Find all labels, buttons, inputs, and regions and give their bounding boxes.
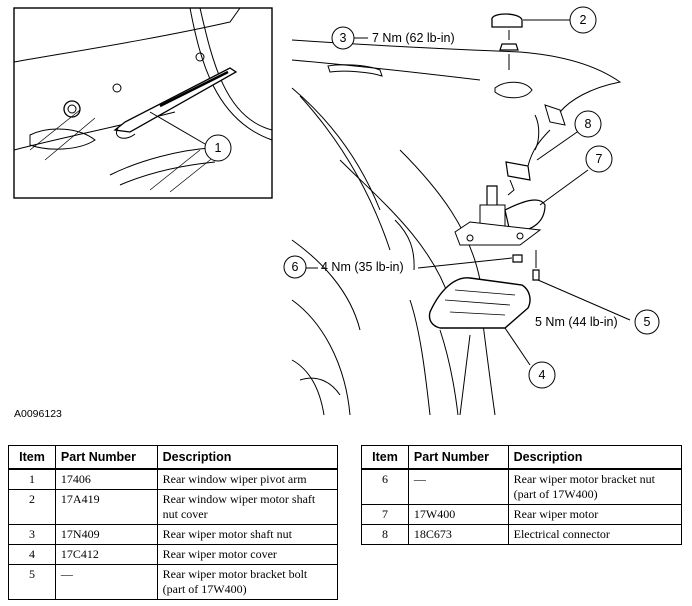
table-row: 8 18C673 Electrical connector <box>361 524 683 545</box>
cell-description: Electrical connector <box>507 524 683 545</box>
cell-part-number: 17W400 <box>407 504 509 525</box>
cell-item: 3 <box>8 524 56 545</box>
cell-part-number: 17C412 <box>54 544 158 565</box>
table-header-row: Item Part Number Description <box>361 445 683 470</box>
callout-7: 7 <box>585 145 613 173</box>
callout-4-number: 4 <box>539 368 546 382</box>
cell-item: 4 <box>8 544 56 565</box>
cell-part-number: 18C673 <box>407 524 509 545</box>
header-description: Description <box>156 445 339 470</box>
cell-part-number: — <box>407 468 509 505</box>
callout-4: 4 <box>528 361 556 389</box>
cell-description: Rear wiper motor bracket nut (part of 17… <box>507 468 683 505</box>
main-illustration <box>291 13 631 416</box>
cell-part-number: 17N409 <box>54 524 158 545</box>
callout-2-number: 2 <box>580 13 587 27</box>
cell-description: Rear wiper motor <box>507 504 683 525</box>
callout-5: 5 5 Nm (44 lb-in) <box>535 309 660 335</box>
header-item: Item <box>8 445 56 470</box>
cell-item: 6 <box>361 468 409 505</box>
table-row: 3 17N409 Rear wiper motor shaft nut <box>8 524 339 545</box>
cell-item: 2 <box>8 489 56 525</box>
cell-description: Rear window wiper pivot arm <box>156 468 339 490</box>
callout-3-number: 3 <box>340 31 347 45</box>
callout-3-torque: 7 Nm (62 lb-in) <box>372 31 455 45</box>
callout-8: 8 <box>574 110 602 138</box>
header-part-number: Part Number <box>407 445 509 470</box>
exploded-diagram: 1 2 3 7 Nm (62 lb-in) 4 5 5 Nm (44 lb-in… <box>13 6 660 416</box>
callout-8-number: 8 <box>585 117 592 131</box>
table-row: 7 17W400 Rear wiper motor <box>361 504 683 525</box>
table-row: 5 — Rear wiper motor bracket bolt (part … <box>8 564 339 600</box>
cell-description: Rear wiper motor bracket bolt (part of 1… <box>156 564 339 600</box>
parts-table-left: Item Part Number Description 1 17406 Rea… <box>8 445 339 600</box>
cell-description: Rear wiper motor shaft nut <box>156 524 339 545</box>
callout-6-torque: 4 Nm (35 lb-in) <box>321 260 404 274</box>
callout-6: 6 4 Nm (35 lb-in) <box>283 255 404 279</box>
callout-3: 3 7 Nm (62 lb-in) <box>331 26 455 50</box>
cell-part-number: 17A419 <box>54 489 158 525</box>
header-item: Item <box>361 445 409 470</box>
callout-7-number: 7 <box>596 152 603 166</box>
callout-6-number: 6 <box>292 260 299 274</box>
cell-description: Rear wiper motor cover <box>156 544 339 565</box>
inset-detail-view <box>13 7 273 199</box>
cell-item: 7 <box>361 504 409 525</box>
table-header-row: Item Part Number Description <box>8 445 339 470</box>
callout-2: 2 <box>569 6 597 34</box>
callout-1: 1 <box>204 134 232 162</box>
table-row: 2 17A419 Rear window wiper motor shaft n… <box>8 489 339 525</box>
cell-item: 5 <box>8 564 56 600</box>
cell-part-number: 17406 <box>54 468 158 490</box>
header-description: Description <box>507 445 683 470</box>
header-part-number: Part Number <box>54 445 158 470</box>
callout-5-number: 5 <box>644 315 651 329</box>
callout-5-torque: 5 Nm (44 lb-in) <box>535 315 618 329</box>
cell-description: Rear window wiper motor shaft nut cover <box>156 489 339 525</box>
figure-id-label: A0096123 <box>14 408 62 420</box>
cell-part-number: — <box>54 564 158 600</box>
table-row: 6 — Rear wiper motor bracket nut (part o… <box>361 468 683 505</box>
table-row: 4 17C412 Rear wiper motor cover <box>8 544 339 565</box>
callout-1-number: 1 <box>215 141 222 155</box>
cell-item: 8 <box>361 524 409 545</box>
cell-item: 1 <box>8 468 56 490</box>
parts-table-right: Item Part Number Description 6 — Rear wi… <box>361 445 683 545</box>
table-row: 1 17406 Rear window wiper pivot arm <box>8 468 339 490</box>
